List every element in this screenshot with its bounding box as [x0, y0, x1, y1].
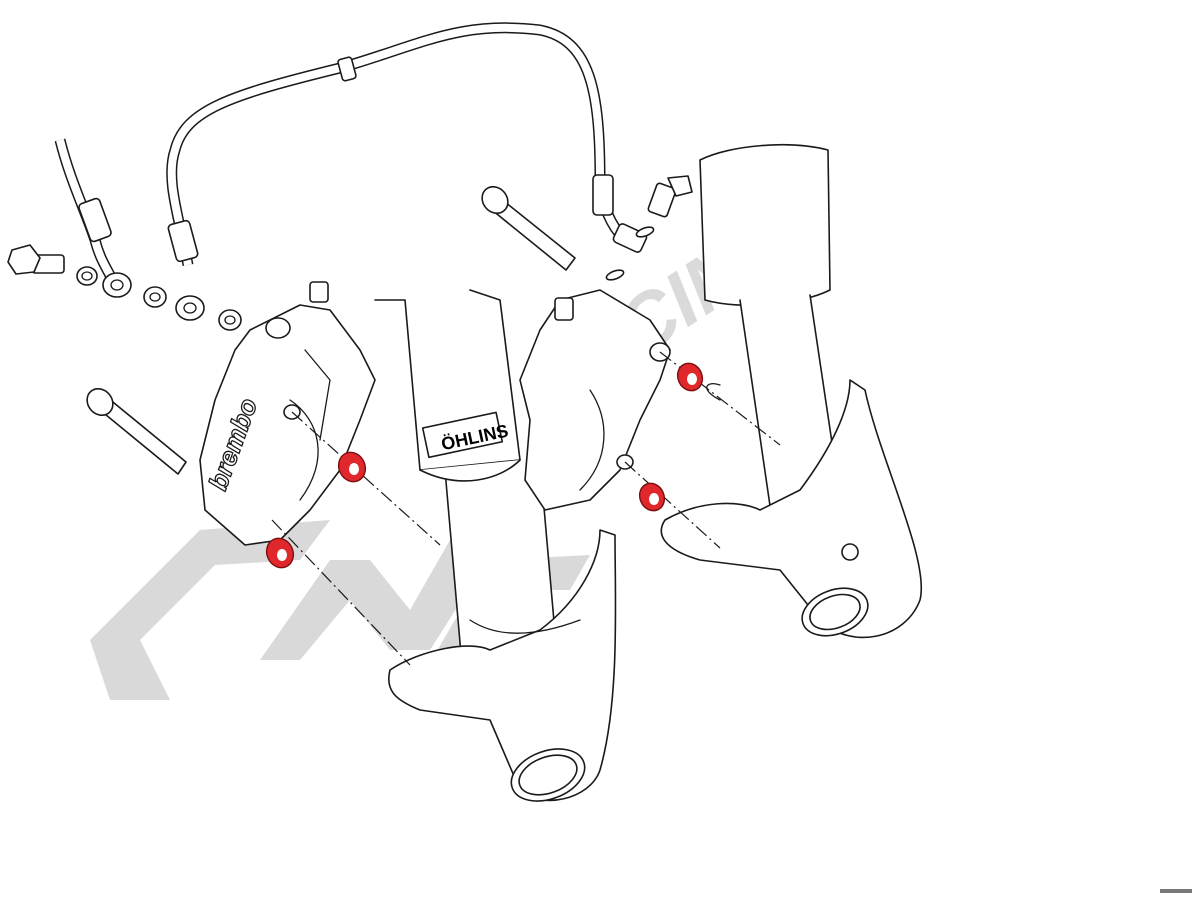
fork-leg-right	[660, 144, 923, 639]
caliper-bolt-left	[86, 387, 187, 475]
spacer-lower-right	[638, 482, 666, 512]
scale-bar	[1160, 889, 1192, 893]
caliper-right	[519, 289, 671, 511]
banjo-bolt-left	[7, 244, 65, 275]
spacer-upper-right	[676, 362, 704, 392]
fork-leg-left: ÖHLINS	[374, 289, 617, 802]
caliper-left: brembo	[199, 281, 376, 546]
washers-left	[76, 266, 242, 331]
brake-hose	[54, 22, 648, 288]
spacer-upper-left	[337, 451, 367, 483]
caliper-bolt-right	[481, 185, 576, 271]
banjo-bolt-right	[605, 175, 693, 281]
spacer-lower-left	[265, 537, 295, 569]
